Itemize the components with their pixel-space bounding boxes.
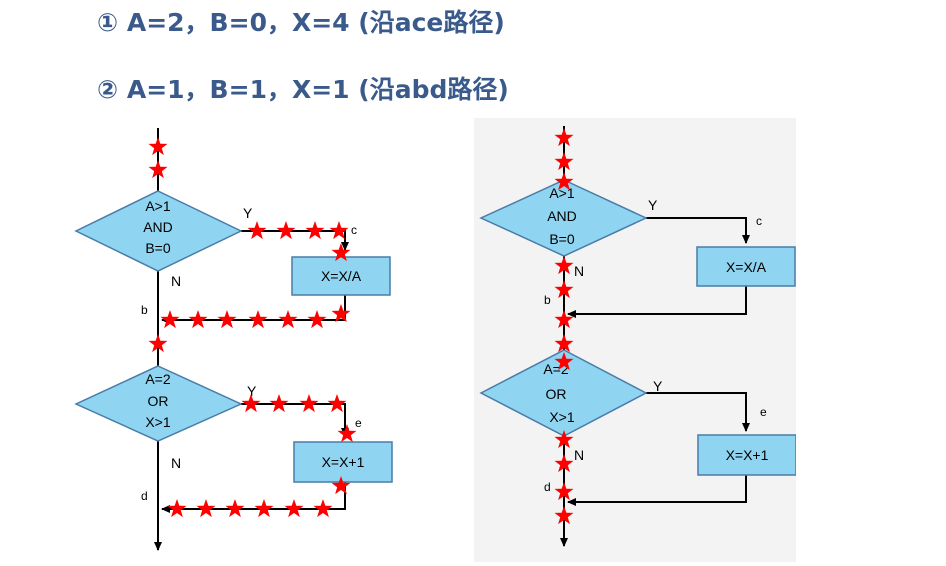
- red-star-icon: [278, 310, 298, 329]
- red-star-icon: [188, 310, 208, 329]
- red-star-icon: [248, 310, 268, 329]
- process-divide-label: X=X/A: [321, 268, 362, 284]
- red-star-icon: [307, 310, 327, 329]
- red-star-icon: [313, 499, 333, 518]
- yes-label-1: Y: [648, 197, 658, 213]
- decision-a-b-line-3: B=0: [549, 231, 575, 247]
- process-increment-label: X=X+1: [726, 447, 769, 463]
- flowchart-path-abd: A>1 AND B=0 X=X/A A=2 OR X>1 X=X+1 Y N Y…: [474, 118, 797, 562]
- decision-a-b: [74, 190, 243, 272]
- decision-a-b-line-3: B=0: [145, 240, 171, 256]
- path-label-d: d: [544, 480, 551, 494]
- decision-a-x-line-3: X>1: [145, 414, 171, 430]
- red-star-icon: [269, 394, 289, 413]
- red-star-icon: [276, 221, 296, 240]
- red-star-icon: [196, 499, 216, 518]
- red-star-icon: [305, 221, 325, 240]
- path-label-e: e: [355, 416, 362, 430]
- connector-lines: [154, 128, 349, 551]
- case-2-heading: ② A=1，B=1，X=1 (沿abd路径): [97, 75, 509, 104]
- process-increment-label: X=X+1: [322, 454, 365, 470]
- decision-a-b-line-1: A>1: [145, 198, 171, 214]
- path-label-b: b: [544, 293, 551, 307]
- flowchart-path-ace: A>1 AND B=0 X=X/A A=2 OR X>1 X=X+1 Y N Y…: [73, 118, 493, 562]
- process-divide-label: X=X/A: [726, 259, 767, 275]
- red-star-icon: [160, 310, 180, 329]
- decision-a-x-line-2: OR: [546, 386, 567, 402]
- red-star-icon: [337, 424, 357, 443]
- red-star-icon: [284, 499, 304, 518]
- yes-label-1: Y: [243, 205, 253, 221]
- no-label-1: N: [574, 263, 584, 279]
- decision-a-b-line-1: A>1: [549, 185, 575, 201]
- red-star-icon: [167, 499, 187, 518]
- red-star-icon: [299, 394, 319, 413]
- path-label-c: c: [756, 214, 762, 228]
- decision-a-x-line-1: A=2: [145, 371, 171, 387]
- path-label-d: d: [141, 489, 148, 503]
- red-star-icon: [327, 394, 347, 413]
- case-1-heading: ① A=2，B=0，X=4 (沿ace路径): [97, 8, 505, 37]
- decision-a-x-line-3: X>1: [549, 409, 575, 425]
- process-divide: [291, 256, 391, 296]
- process-increment: [293, 441, 393, 483]
- red-star-icon: [247, 221, 267, 240]
- decision-a-b-line-2: AND: [547, 208, 577, 224]
- decision-a-x-line-2: OR: [148, 393, 169, 409]
- path-label-e: e: [760, 405, 767, 419]
- red-star-icon: [217, 310, 237, 329]
- decision-a-b-line-2: AND: [143, 219, 173, 235]
- yes-label-2: Y: [247, 383, 257, 399]
- no-label-1: N: [171, 273, 181, 289]
- path-label-c: c: [351, 223, 357, 237]
- flowchart-right-svg: A>1 AND B=0 X=X/A A=2 OR X>1 X=X+1 Y N Y…: [479, 126, 797, 547]
- no-label-2: N: [171, 455, 181, 471]
- red-star-icon: [254, 499, 274, 518]
- red-star-icon: [225, 499, 245, 518]
- no-label-2: N: [574, 447, 584, 463]
- process-divide: [696, 246, 796, 287]
- connector-lines: [560, 126, 750, 547]
- yes-label-2: Y: [653, 378, 663, 394]
- path-label-b: b: [141, 303, 148, 317]
- red-star-icon: [241, 394, 261, 413]
- process-increment: [697, 434, 797, 476]
- flowchart-left-svg: A>1 AND B=0 X=X/A A=2 OR X>1 X=X+1 Y N Y…: [74, 128, 393, 551]
- decision-a-x: [74, 365, 243, 442]
